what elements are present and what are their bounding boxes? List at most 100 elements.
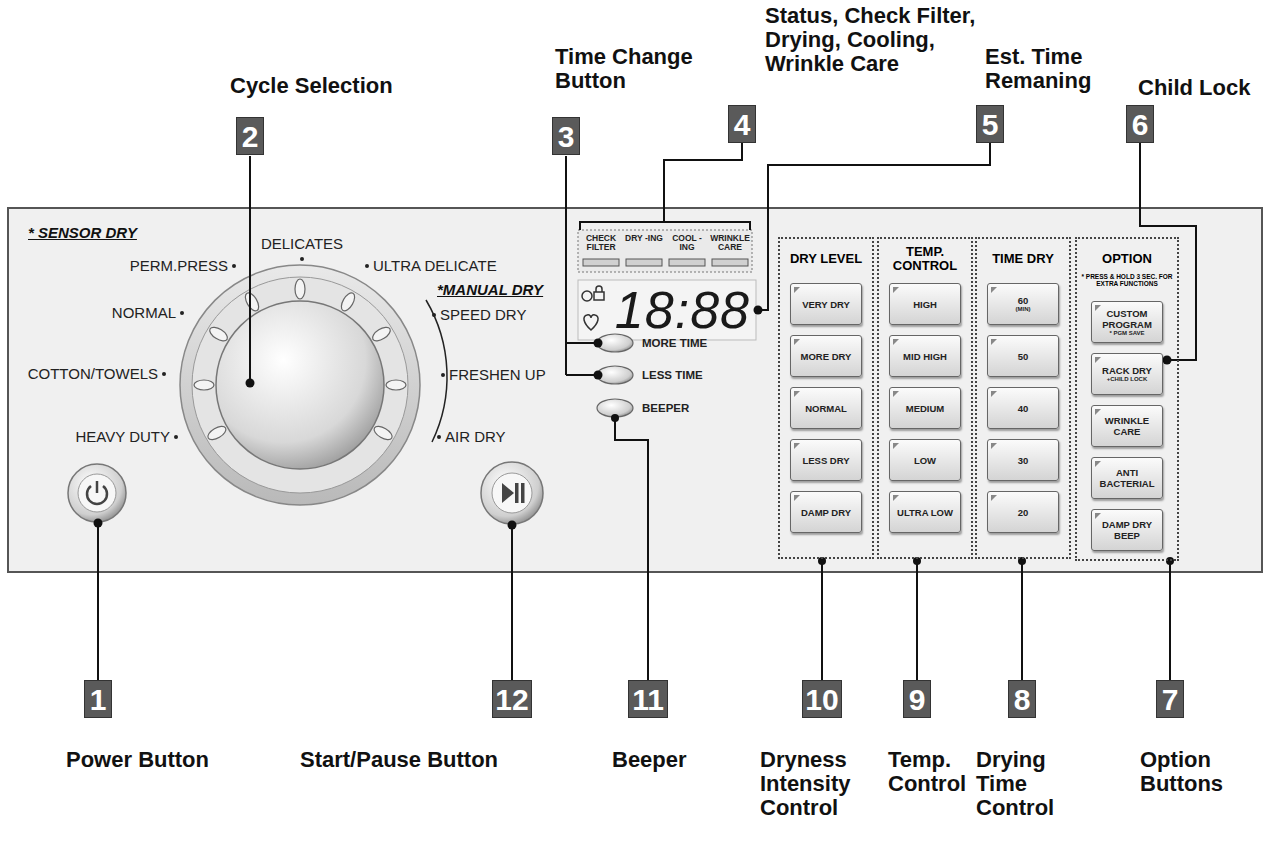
button-text: 20 [1018,507,1029,518]
status-label: COOL -ING [666,234,708,252]
callout-number: 3 [552,117,580,155]
group-heading: OPTION [1083,245,1171,273]
callout-caption: Cycle Selection [230,74,450,98]
button-label: LESS TIME [642,368,742,382]
callout-number: 5 [976,105,1004,143]
cycle-label: HEAVY DUTY [30,428,170,446]
power-button [68,464,126,522]
button-text: ULTRA LOW [897,507,953,518]
callout-number: 9 [903,680,931,718]
button-subtext: +CHILD LOCK [1107,376,1148,383]
button-group: OPTION* PRESS & HOLD 3 SEC. FOR EXTRA FU… [1075,237,1179,561]
group-heading: DRY LEVEL [782,245,870,273]
callout-number: 4 [728,105,756,143]
display-digits: 18:88 [615,284,750,336]
callout-caption: Status, Check Filter, Drying, Cooling, W… [765,4,1010,76]
button-text: VERY DRY [802,299,850,310]
option-button: DAMP DRY BEEP [1091,509,1163,551]
cycle-knob [216,301,384,469]
option-button: LESS DRY [790,439,862,481]
control-panel [8,208,1262,572]
leader-lines [98,143,1196,680]
option-button: MEDIUM [889,387,961,429]
option-button: MORE DRY [790,335,862,377]
button-text: 30 [1018,455,1029,466]
button-text: WRINKLE CARE [1096,415,1158,437]
cycle-label: FRESHEN UP [449,366,569,384]
callout-caption: Option Buttons [1140,748,1252,796]
button-text: CUSTOM PROGRAM [1096,308,1158,330]
button-text: LESS DRY [802,455,849,466]
option-button: 50 [987,335,1059,377]
callout-number: 11 [628,680,668,718]
cycle-indicators [194,279,406,442]
button-subtext: * PGM SAVE [1109,330,1144,337]
button-group: TIME DRY 60(MIN) 50 40 30 20 [975,237,1071,559]
callout-caption: Est. Time Remaning [985,45,1110,93]
callout-number: 12 [492,680,532,718]
option-button: MID HIGH [889,335,961,377]
option-button: RACK DRY+CHILD LOCK [1091,353,1163,395]
cycle-label: NORMAL [60,304,176,322]
callout-caption: Beeper [612,748,702,772]
group-note: * PRESS & HOLD 3 SEC. FOR EXTRA FUNCTION… [1081,273,1173,287]
button-text: RACK DRY [1102,365,1152,376]
display-icons [582,286,604,330]
dial-ring [180,265,420,505]
button-text: HIGH [913,299,937,310]
button-text: MID HIGH [903,351,947,362]
button-label: BEEPER [642,401,742,415]
option-button: 60(MIN) [987,283,1059,325]
start-pause-button [481,462,543,524]
button-text: MORE DRY [801,351,852,362]
option-button: WRINKLE CARE [1091,405,1163,447]
group-heading: TEMP. CONTROL [881,245,969,273]
option-button: NORMAL [790,387,862,429]
option-button: LOW [889,439,961,481]
status-bars [583,259,748,266]
button-text: DAMP DRY [801,507,851,518]
display-frame [578,280,756,340]
callout-caption: Temp. Control [888,748,973,796]
callout-caption: Power Button [66,748,256,772]
option-button: ANTI BACTERIAL [1091,457,1163,499]
cycle-label: COTTON/TOWELS [8,365,158,383]
status-panel [578,230,752,272]
callout-number: 1 [84,680,112,718]
cycle-dots [162,257,445,439]
button-text: ANTI BACTERIAL [1096,467,1158,489]
button-text: NORMAL [805,403,847,414]
button-group: DRY LEVEL VERY DRY MORE DRY NORMAL LESS DRY D… [778,237,874,559]
time-display: 18:88 [578,280,756,340]
callout-number: 2 [236,117,264,155]
option-button: 20 [987,491,1059,533]
button-text: 50 [1018,351,1029,362]
callout-caption: Time Change Button [555,45,695,93]
option-button: HIGH [889,283,961,325]
mode-heading: * SENSOR DRY [28,224,178,242]
option-button: 40 [987,387,1059,429]
button-label: MORE TIME [642,336,742,350]
callout-number: 8 [1008,680,1036,718]
mode-heading: *MANUAL DRY [437,281,567,299]
callout-caption: Start/Pause Button [300,748,510,772]
status-label: WRINKLE CARE [709,234,751,252]
callout-number: 10 [802,680,842,718]
cycle-label: SPEED DRY [440,306,560,324]
button-text: DAMP DRY BEEP [1096,519,1158,541]
button-text: MEDIUM [906,403,945,414]
callout-caption: Dryness Intensity Control [760,748,872,820]
callout-caption: Child Lock [1138,76,1258,100]
button-text: LOW [914,455,936,466]
group-heading: TIME DRY [979,245,1067,273]
status-label: CHECK FILTER [580,234,622,252]
button-text: 40 [1018,403,1029,414]
leader-dots [94,306,1175,566]
button-group: TEMP. CONTROL HIGH MID HIGH MEDIUM LOW ULTRA … [877,237,973,559]
cycle-label: DELICATES [242,235,362,253]
option-button: CUSTOM PROGRAM* PGM SAVE [1091,301,1163,343]
cycle-label: ULTRA DELICATE [373,257,533,275]
callout-number: 7 [1156,680,1184,718]
status-label: DRY -ING [623,234,665,243]
cycle-label: PERM.PRESS [84,257,228,275]
